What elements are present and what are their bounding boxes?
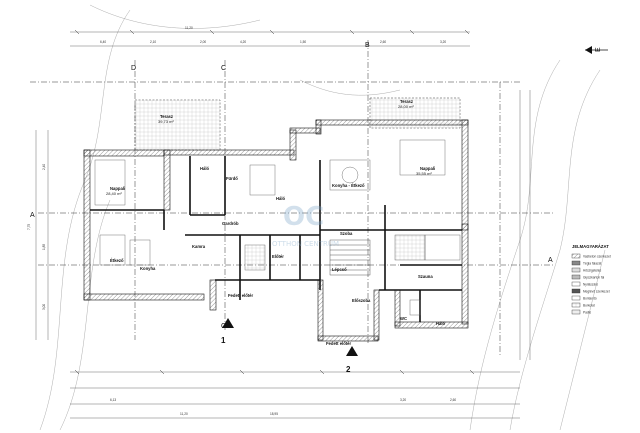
room-name: Fedett előtér — [326, 341, 351, 346]
room-name: Előtér — [272, 254, 284, 259]
dim-left-1: 2,40 — [42, 164, 46, 170]
terrace-left-tiling — [135, 100, 220, 150]
dim-left-3: 3,00 — [42, 304, 46, 310]
dim-left-0: 7,75 — [27, 224, 31, 230]
watermark-logo: OC OTTHON CENTRUM — [272, 202, 339, 248]
entrance-1-label: 1 — [221, 336, 226, 345]
legend-swatch — [571, 295, 581, 301]
interior-walls — [90, 156, 462, 322]
entrance-1-arrow — [222, 318, 234, 328]
room-area: 39,73 m² — [158, 119, 174, 124]
legend-swatch — [571, 309, 581, 315]
dim-bottom-4: 2,60 — [450, 398, 456, 402]
section-a-right: A — [548, 257, 553, 264]
dim-bottom-0: 6,13 — [110, 398, 116, 402]
room-name: Fedett előtér — [228, 293, 253, 298]
legend-swatch — [571, 302, 581, 308]
legend-swatch — [571, 267, 581, 273]
legend-swatch — [571, 274, 581, 280]
dimension-chains — [35, 31, 531, 419]
room-name: Kamra — [192, 244, 206, 249]
legend-swatch — [571, 288, 581, 294]
room-name: Fürdő — [226, 176, 238, 181]
dimension-ticks — [74, 29, 475, 375]
dim-bottom-3: 3,20 — [400, 398, 406, 402]
legend-item-label: Meglévő szerkezet — [583, 290, 610, 294]
section-lines — [30, 40, 555, 355]
legend-item-label: Gipszkarton fal — [583, 276, 605, 280]
legend-title: JELMAGYARÁZAT — [572, 244, 609, 249]
room-area: 35,55 m² — [416, 171, 432, 176]
dim-left-2: 1,85 — [42, 244, 46, 250]
room-name: Konyha - Étkező — [332, 183, 365, 188]
section-c-marker: C — [221, 65, 226, 72]
watermark-big: OC — [283, 202, 324, 232]
room-name: WC — [400, 316, 407, 321]
dim-top-5: 1,50 — [300, 40, 306, 44]
room-name: Gardrób — [222, 221, 239, 226]
room-name: Háló — [276, 196, 286, 201]
legend-item-label: Burkolat — [583, 304, 595, 308]
room-name: Szoba — [340, 231, 353, 236]
room-name: Konyha — [140, 266, 156, 271]
stair — [329, 239, 371, 276]
room-name: Lépcső — [332, 267, 347, 272]
room-name: Nappali — [110, 186, 125, 191]
legend-item-label: Tégla falazat — [583, 262, 601, 266]
dim-top-6: 2,60 — [380, 40, 386, 44]
room-name: Előszoba — [352, 298, 371, 303]
walls — [83, 119, 469, 342]
watermark-small: OTTHON CENTRUM — [272, 240, 339, 248]
north-arrow: E — [585, 46, 608, 54]
room-name: Háló — [436, 321, 446, 326]
legend-item-label: Hőszigetelés — [583, 269, 602, 273]
dim-top-4: 4,20 — [240, 40, 246, 44]
entrance-2-arrow — [346, 346, 358, 356]
room-name: Terasz — [160, 114, 173, 119]
room-name: Szauna — [418, 274, 433, 279]
room-name: Nappali — [420, 166, 435, 171]
legend-swatch — [571, 281, 581, 287]
legend-swatch — [571, 253, 581, 259]
legend-item-label: Padló — [583, 311, 591, 315]
furniture — [94, 139, 461, 316]
dim-top-7: 3,20 — [440, 40, 446, 44]
room-labels: Terasz 39,73 m² Terasz 28,00 m² Háló Nap… — [106, 99, 446, 346]
section-d-marker: D — [131, 65, 136, 72]
section-markers: A A D C C B — [30, 42, 553, 330]
dim-top-3: 2,00 — [200, 40, 206, 44]
dim-top-2: 2,10 — [150, 40, 156, 44]
entrance-2-label: 2 — [346, 365, 351, 374]
dim-bottom-2: 18,95 — [270, 412, 278, 416]
room-area: 28,40 m² — [106, 191, 122, 196]
legend-item-label: Bontandó — [583, 297, 597, 301]
section-a-left: A — [30, 212, 35, 219]
room-name: Étkező — [110, 258, 124, 263]
bottom-dimension-labels: 6,13 11,20 18,95 3,20 2,60 — [110, 398, 456, 416]
room-name: Terasz — [400, 99, 413, 104]
section-b-marker: B — [365, 42, 370, 49]
legend-item-label: Nyílászáró — [583, 283, 598, 287]
legend-item-label: Vasbeton szerkezet — [583, 255, 611, 259]
entrance-markers: 1 2 — [221, 318, 358, 374]
dim-bottom-1: 11,20 — [180, 412, 188, 416]
left-dimension-labels: 7,75 2,40 1,85 3,00 — [27, 164, 46, 310]
dim-top-1: 6,40 — [100, 40, 106, 44]
room-name: Háló — [200, 166, 210, 171]
room-area: 28,00 m² — [398, 104, 414, 109]
north-label: E — [595, 47, 602, 52]
top-dimension-labels: 11,20 6,40 2,10 2,00 4,20 1,50 2,60 3,20 — [100, 26, 446, 44]
dim-top-0: 11,20 — [185, 26, 193, 30]
legend-swatch — [571, 260, 581, 266]
